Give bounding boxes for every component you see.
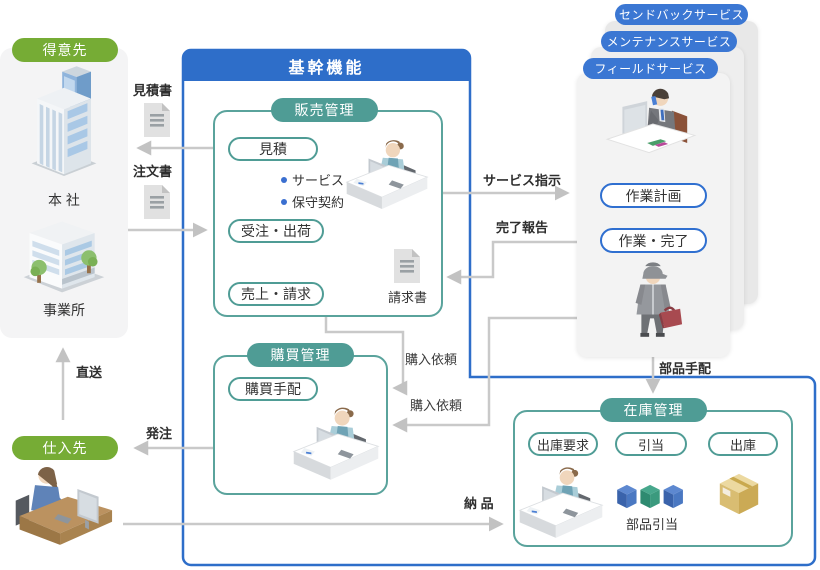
node-purchase-arrangement-label: 購買手配 [245, 381, 301, 397]
node-work-complete: 作業・完了 [600, 228, 707, 253]
order-document-icon [142, 183, 172, 221]
bullet-dot-icon [281, 198, 287, 205]
inventory-management-title: 在庫管理 [623, 402, 684, 418]
node-work-complete-label: 作業・完了 [618, 232, 689, 249]
node-issue-request: 出庫要求 [528, 432, 598, 456]
quotation-document-icon [142, 101, 172, 139]
dispatcher-person-illustration [605, 84, 697, 164]
field-worker-icon [622, 258, 684, 342]
cubes-icon [616, 482, 688, 511]
service-tab-field-label: フィールドサービス [594, 62, 707, 76]
parts-arrangement-label: 部品手配 [659, 361, 712, 376]
service-tab-sendback-label: センドバックサービス [618, 8, 744, 22]
headquarters-label: 本 社 [48, 192, 80, 208]
node-purchase-arrangement: 購買手配 [228, 377, 318, 401]
node-order-shipment-label: 受注・出荷 [241, 223, 311, 239]
carton-box-illustration [714, 470, 764, 518]
bullet-maintenance-contract: 保守契約 [281, 192, 344, 211]
building-icon [28, 62, 100, 182]
core-system-title: 基幹機能 [288, 59, 365, 77]
purchasing-management-title: 購買管理 [270, 347, 331, 363]
person-at-desk-icon [8, 460, 114, 545]
parts-cubes-illustration [616, 482, 688, 511]
purchase-request-label-b: 購入依頼 [410, 398, 463, 413]
bullet-maintenance-contract-label: 保守契約 [292, 195, 345, 210]
place-order-label: 発注 [146, 426, 173, 441]
purchasing-person-illustration [292, 400, 380, 482]
parts-allocation-caption: 部品引当 [625, 517, 678, 532]
branch-building-illustration [18, 210, 110, 302]
core-system-header: 基幹機能 [183, 50, 470, 81]
supplier-zone-label-text: 仕入先 [42, 440, 88, 456]
building-icon [18, 210, 110, 302]
headquarters-building-illustration [28, 62, 100, 182]
node-sales-billing-label: 売上・請求 [241, 286, 311, 302]
quotation-doc-label: 見積書 [133, 83, 173, 98]
node-allocation-label: 引当 [637, 437, 664, 453]
person-at-desk-icon [292, 400, 380, 482]
order-doc-label: 注文書 [133, 164, 173, 179]
person-at-desk-icon [518, 460, 604, 540]
sales-person-illustration [345, 133, 429, 211]
purchase-request-label-a: 購入依頼 [405, 352, 458, 367]
sales-management-title-pill: 販売管理 [271, 98, 378, 122]
customer-zone-label: 得意先 [12, 38, 118, 62]
service-tab-maintenance-label: メンテナンスサービス [606, 35, 732, 49]
node-sales-billing: 売上・請求 [228, 282, 324, 306]
bullet-dot-icon [281, 176, 287, 183]
node-issue: 出庫 [708, 432, 778, 456]
node-allocation: 引当 [615, 432, 687, 456]
purchasing-management-title-pill: 購買管理 [247, 343, 354, 367]
branch-label: 事業所 [43, 302, 85, 318]
field-worker-illustration [622, 258, 684, 342]
supplier-zone-label: 仕入先 [12, 436, 118, 460]
direct-shipment-label: 直送 [76, 365, 103, 380]
inventory-management-title-pill: 在庫管理 [600, 398, 707, 422]
node-work-plan: 作業計画 [600, 183, 707, 208]
service-tab-field: フィールドサービス [583, 58, 718, 79]
invoice-document-icon [392, 247, 422, 285]
sales-bullet-list: サービス 保守契約 [281, 170, 344, 211]
carton-icon [714, 470, 764, 518]
supplier-person-illustration [8, 460, 114, 545]
node-work-plan-label: 作業計画 [625, 187, 682, 204]
customer-zone-label-text: 得意先 [42, 42, 88, 58]
bullet-service-label: サービス [292, 173, 345, 188]
node-issue-label: 出庫 [729, 437, 756, 453]
node-issue-request-label: 出庫要求 [536, 437, 589, 453]
sales-management-title: 販売管理 [294, 102, 355, 118]
node-order-shipment: 受注・出荷 [228, 219, 324, 243]
person-on-phone-icon [605, 84, 697, 164]
bullet-service: サービス [281, 170, 344, 189]
person-at-desk-icon [345, 133, 429, 211]
service-instruction-label: サービス指示 [483, 173, 562, 188]
service-tab-maintenance: メンテナンスサービス [601, 31, 737, 52]
service-tab-sendback: センドバックサービス [615, 4, 748, 25]
node-quotation-label: 見積 [259, 141, 287, 157]
completion-report-label: 完了報告 [496, 220, 549, 235]
node-quotation: 見積 [228, 137, 318, 161]
invoice-caption: 請求書 [387, 290, 427, 305]
inventory-person-illustration [518, 460, 604, 540]
delivery-label: 納 品 [464, 496, 494, 511]
